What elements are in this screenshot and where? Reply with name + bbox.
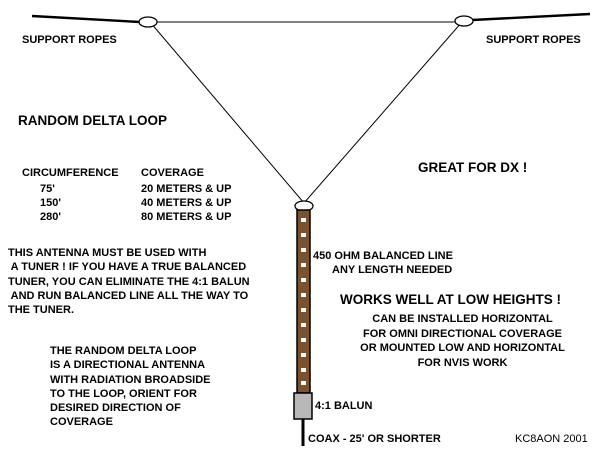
support-ropes-left-label: SUPPORT ROPES [22, 34, 117, 46]
tuner-note: THIS ANTENNA MUST BE USED WITH A TUNER !… [8, 246, 250, 317]
balun-box [293, 392, 313, 420]
insulator-left [138, 16, 158, 28]
support-rope-right [471, 12, 591, 22]
tuner-note-line: AND RUN BALANCED LINE ALL THE WAY TO [8, 289, 249, 302]
diagram-title: RANDOM DELTA LOOP [18, 113, 167, 128]
tuner-note-line: TUNER, YOU CAN ELIMINATE THE 4:1 BALUN [8, 275, 250, 288]
support-rope-left [31, 14, 141, 24]
table-cell-coverage: 80 METERS & UP [141, 211, 232, 223]
tuner-note-line: THIS ANTENNA MUST BE USED WITH [8, 247, 207, 259]
install-note-line: FOR NVIS WORK [417, 356, 508, 369]
great-for-dx-label: GREAT FOR DX ! [418, 160, 528, 175]
directional-note-line: WITH RADIATION BROADSIDE [50, 373, 211, 386]
directional-note-line: COVERAGE [50, 416, 113, 429]
table-cell-circumference: 150' [40, 197, 61, 209]
author-credit: KC8AON 2001 [515, 433, 588, 445]
support-ropes-right-label: SUPPORT ROPES [486, 34, 581, 46]
balun-label: 4:1 BALUN [315, 400, 373, 412]
directional-note-line: DESIRED DIRECTION OF [50, 402, 181, 415]
table-cell-circumference: 75' [40, 183, 55, 195]
balanced-line-label: 450 OHM BALANCED LINE ANY LENGTH NEEDED [313, 249, 453, 277]
install-note-line: CAN BE INSTALLED HORIZONTAL [372, 313, 553, 325]
balanced-line-label-line: 450 OHM BALANCED LINE [313, 250, 453, 262]
low-heights-label: WORKS WELL AT LOW HEIGHTS ! [340, 292, 561, 307]
balanced-line-label-line: ANY LENGTH NEEDED [332, 264, 453, 276]
table-header-coverage: COVERAGE [141, 167, 204, 179]
tuner-note-line: A TUNER ! IF YOU HAVE A TRUE BALANCED [8, 261, 247, 274]
balanced-feedline [296, 209, 311, 394]
table-cell-circumference: 280' [40, 211, 61, 223]
directional-note-line: TO THE LOOP, ORIENT FOR [50, 387, 197, 400]
table-cell-coverage: 40 METERS & UP [141, 197, 232, 209]
table-header-circumference: CIRCUMFERENCE [22, 167, 119, 179]
coax-label: COAX - 25' OR SHORTER [308, 433, 441, 445]
delta-loop-wire [148, 21, 464, 204]
directional-note-line: IS A DIRECTIONAL ANTENNA [50, 359, 206, 372]
directional-note-line: THE RANDOM DELTA LOOP [50, 345, 197, 357]
directional-note: THE RANDOM DELTA LOOP IS A DIRECTIONAL A… [50, 344, 211, 430]
install-note-line: OR MOUNTED LOW AND HORIZONTAL [360, 342, 565, 354]
insulator-right [454, 15, 474, 27]
install-note-line: FOR OMNI DIRECTIONAL COVERAGE [362, 327, 563, 340]
install-note: CAN BE INSTALLED HORIZONTAL FOR OMNI DIR… [340, 312, 585, 370]
table-cell-coverage: 20 METERS & UP [141, 183, 232, 195]
tuner-note-line: THE TUNER. [8, 304, 74, 317]
